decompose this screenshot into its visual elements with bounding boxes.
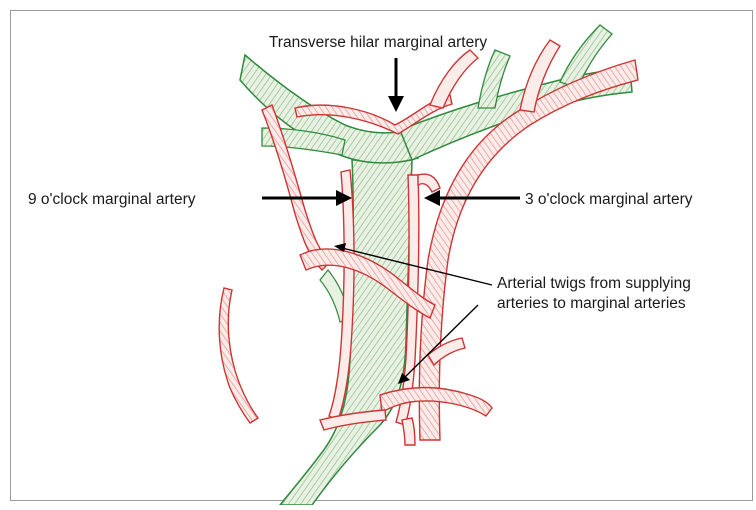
label-three-oclock: 3 o'clock marginal artery xyxy=(525,191,693,208)
label-transverse: Transverse hilar marginal artery xyxy=(269,34,487,51)
label-nine-oclock: 9 o'clock marginal artery xyxy=(28,191,196,208)
label-twigs-line1: Arterial twigs from supplying xyxy=(497,275,691,292)
label-twigs-line2: arteries to marginal arteries xyxy=(497,295,686,312)
